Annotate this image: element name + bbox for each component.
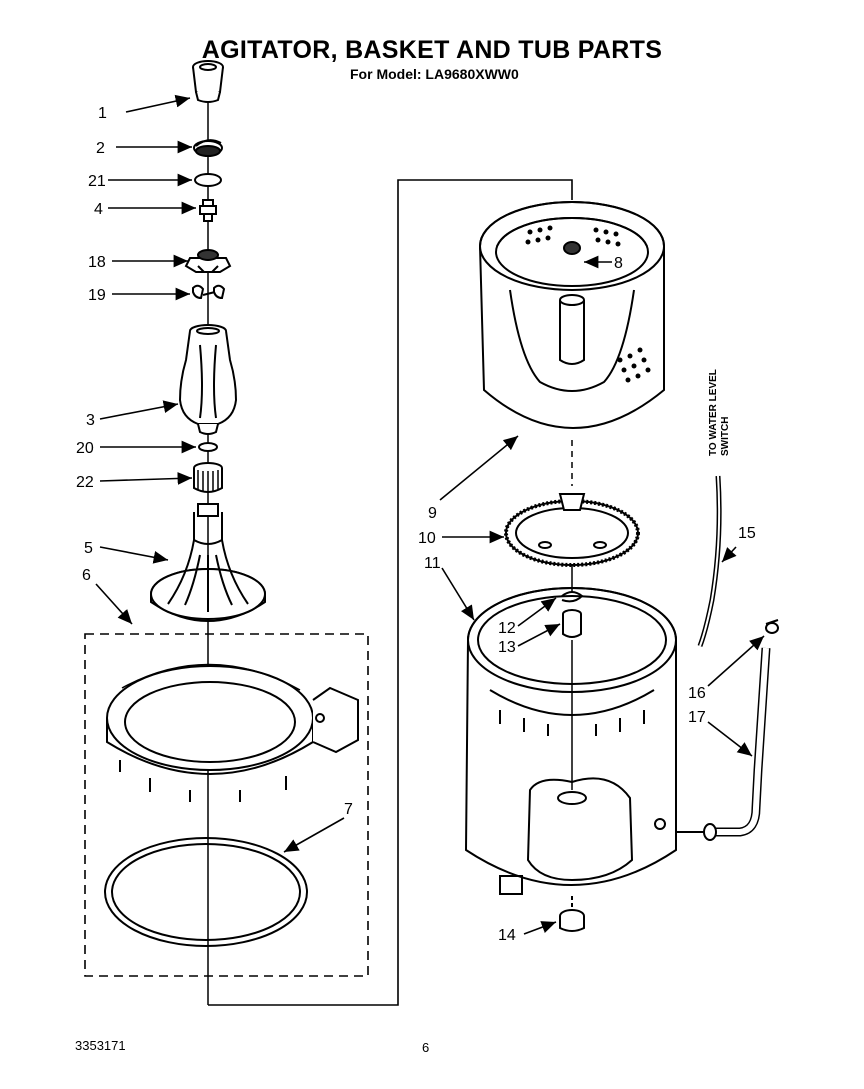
part-agitator-base [150,503,266,622]
callout-15: 15 [738,525,756,542]
part-spline-clip [561,591,584,603]
model-subtitle: For Model: LA9680XWW0 [350,66,519,82]
callout-21: 21 [88,173,106,190]
part-tub-ring-gasket [104,837,308,947]
assembly-connector-line [208,179,573,1006]
document-number: 3353171 [75,1038,126,1053]
tub-ring-kit-box [84,633,369,977]
page-title: AGITATOR, BASKET AND TUB PARTS [201,36,663,64]
callout-4: 4 [94,201,103,218]
part-hose-clamp [765,619,779,634]
callout-numbers: 1 2 21 4 18 19 3 20 22 5 6 7 8 9 10 11 1… [76,105,756,944]
callout-1: 1 [98,105,107,122]
callout-7: 7 [344,801,353,818]
leader-lines [95,94,765,935]
part-tub-ring [106,663,359,802]
part-pressure-hose [697,475,722,647]
page-number: 6 [422,1040,430,1055]
callout-11: 11 [424,555,441,572]
callout-17: 17 [688,709,706,726]
part-cam [193,139,223,157]
callout-12: 12 [498,620,516,637]
callout-6: 6 [82,567,91,584]
callout-18: 18 [88,254,106,271]
part-agitator-cap [192,60,224,103]
callout-3: 3 [86,412,95,429]
callout-16: 16 [688,685,706,702]
part-dome-hose [676,647,771,841]
part-agitator-dog-ears [192,284,226,300]
water-level-note-line2: SWITCH [720,417,731,456]
callout-8: 8 [614,255,623,272]
callout-20: 20 [76,440,94,457]
callout-10: 10 [418,530,436,547]
part-basket-drive-hub [504,493,640,567]
callout-22: 22 [76,474,94,491]
part-spline-bushing [562,609,582,638]
callout-5: 5 [84,540,93,557]
part-seal-washer [198,442,218,452]
part-wash-basket [479,201,665,429]
callout-2: 2 [96,140,105,157]
part-bolt [199,199,217,222]
part-directional-clutch [193,462,223,493]
part-drain-plug [559,896,585,932]
callout-9: 9 [428,505,437,522]
basket-perforations [525,225,651,383]
part-agitator-barrel [178,324,238,435]
part-agitator-dogs [184,249,232,273]
callout-19: 19 [88,287,106,304]
callout-13: 13 [498,639,516,656]
part-ring [194,173,222,187]
water-level-note-line1: TO WATER LEVEL [708,369,719,456]
callout-14: 14 [498,927,516,944]
water-level-note: TO WATER LEVEL SWITCH [708,369,731,456]
